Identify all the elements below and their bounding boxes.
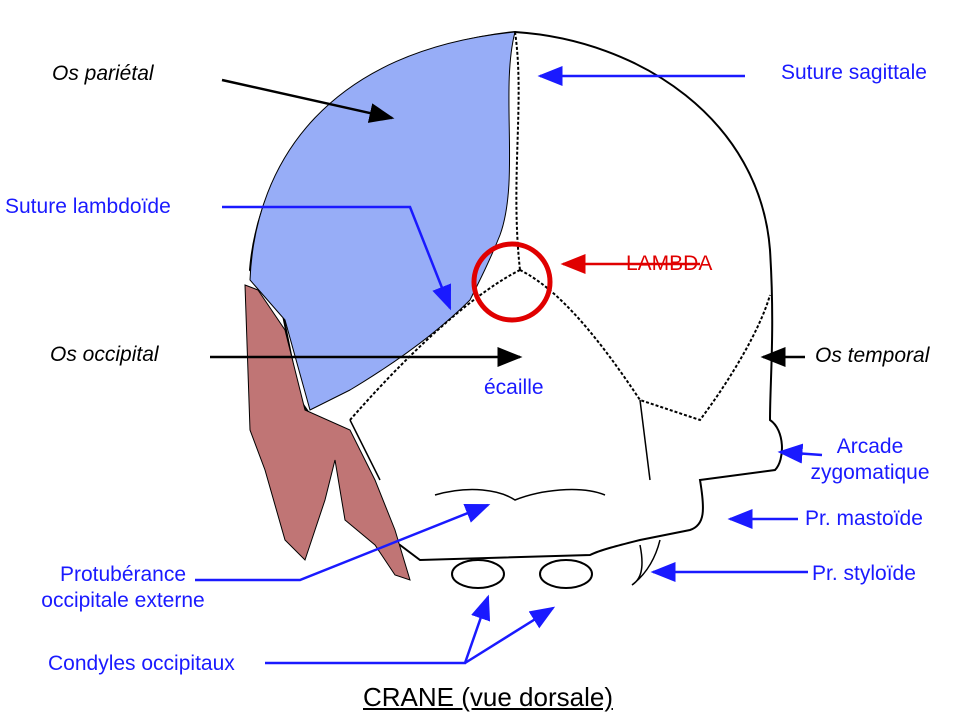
arrow-condyles-1 — [265, 594, 491, 665]
nuchal-line — [434, 488, 606, 501]
label-arcade-line1: Arcade — [836, 435, 904, 458]
label-ecaille: écaille — [484, 376, 544, 399]
label-os-temporal: Os temporal — [815, 344, 930, 367]
styloid-process — [631, 539, 661, 586]
label-protuberance: Protubérance occipitale externe — [20, 562, 226, 614]
label-lambda: LAMBDA — [626, 252, 713, 275]
label-pr-mastoide: Pr. mastoïde — [805, 507, 923, 530]
label-condyles: Condyles occipitaux — [48, 652, 235, 675]
arrow-os-parietal — [221, 78, 395, 123]
condyle-left — [451, 559, 505, 589]
label-arcade-line2: zygomatique — [810, 461, 930, 484]
label-os-parietal: Os pariétal — [52, 62, 154, 85]
label-os-occipital: Os occipital — [50, 343, 159, 366]
label-arcade-zygomatique: Arcade zygomatique — [800, 434, 940, 486]
lambdoid-suture-right — [519, 269, 771, 422]
arrow-condyles-2 — [464, 606, 556, 665]
occipital-protuberance — [244, 284, 411, 581]
parietal-bone — [249, 31, 516, 411]
arrow-suture-lambdoide — [222, 205, 452, 311]
temporal-suture — [349, 399, 651, 481]
condyle-right — [539, 559, 593, 589]
label-pr-styloide: Pr. styloïde — [812, 562, 916, 585]
sagittal-suture — [514, 31, 521, 271]
label-suture-lambdoide: Suture lambdoïde — [5, 195, 171, 218]
label-protuberance-line1: Protubérance — [59, 563, 187, 586]
arrow-protuberance — [195, 503, 491, 582]
lambda-circle — [471, 241, 553, 323]
label-protuberance-line2: occipitale externe — [41, 589, 205, 612]
lambdoid-suture-left — [349, 269, 521, 421]
label-suture-sagittale: Suture sagittale — [781, 61, 927, 84]
diagram-title: CRANE (vue dorsale) — [363, 682, 613, 712]
arrow-arcade — [777, 443, 823, 464]
